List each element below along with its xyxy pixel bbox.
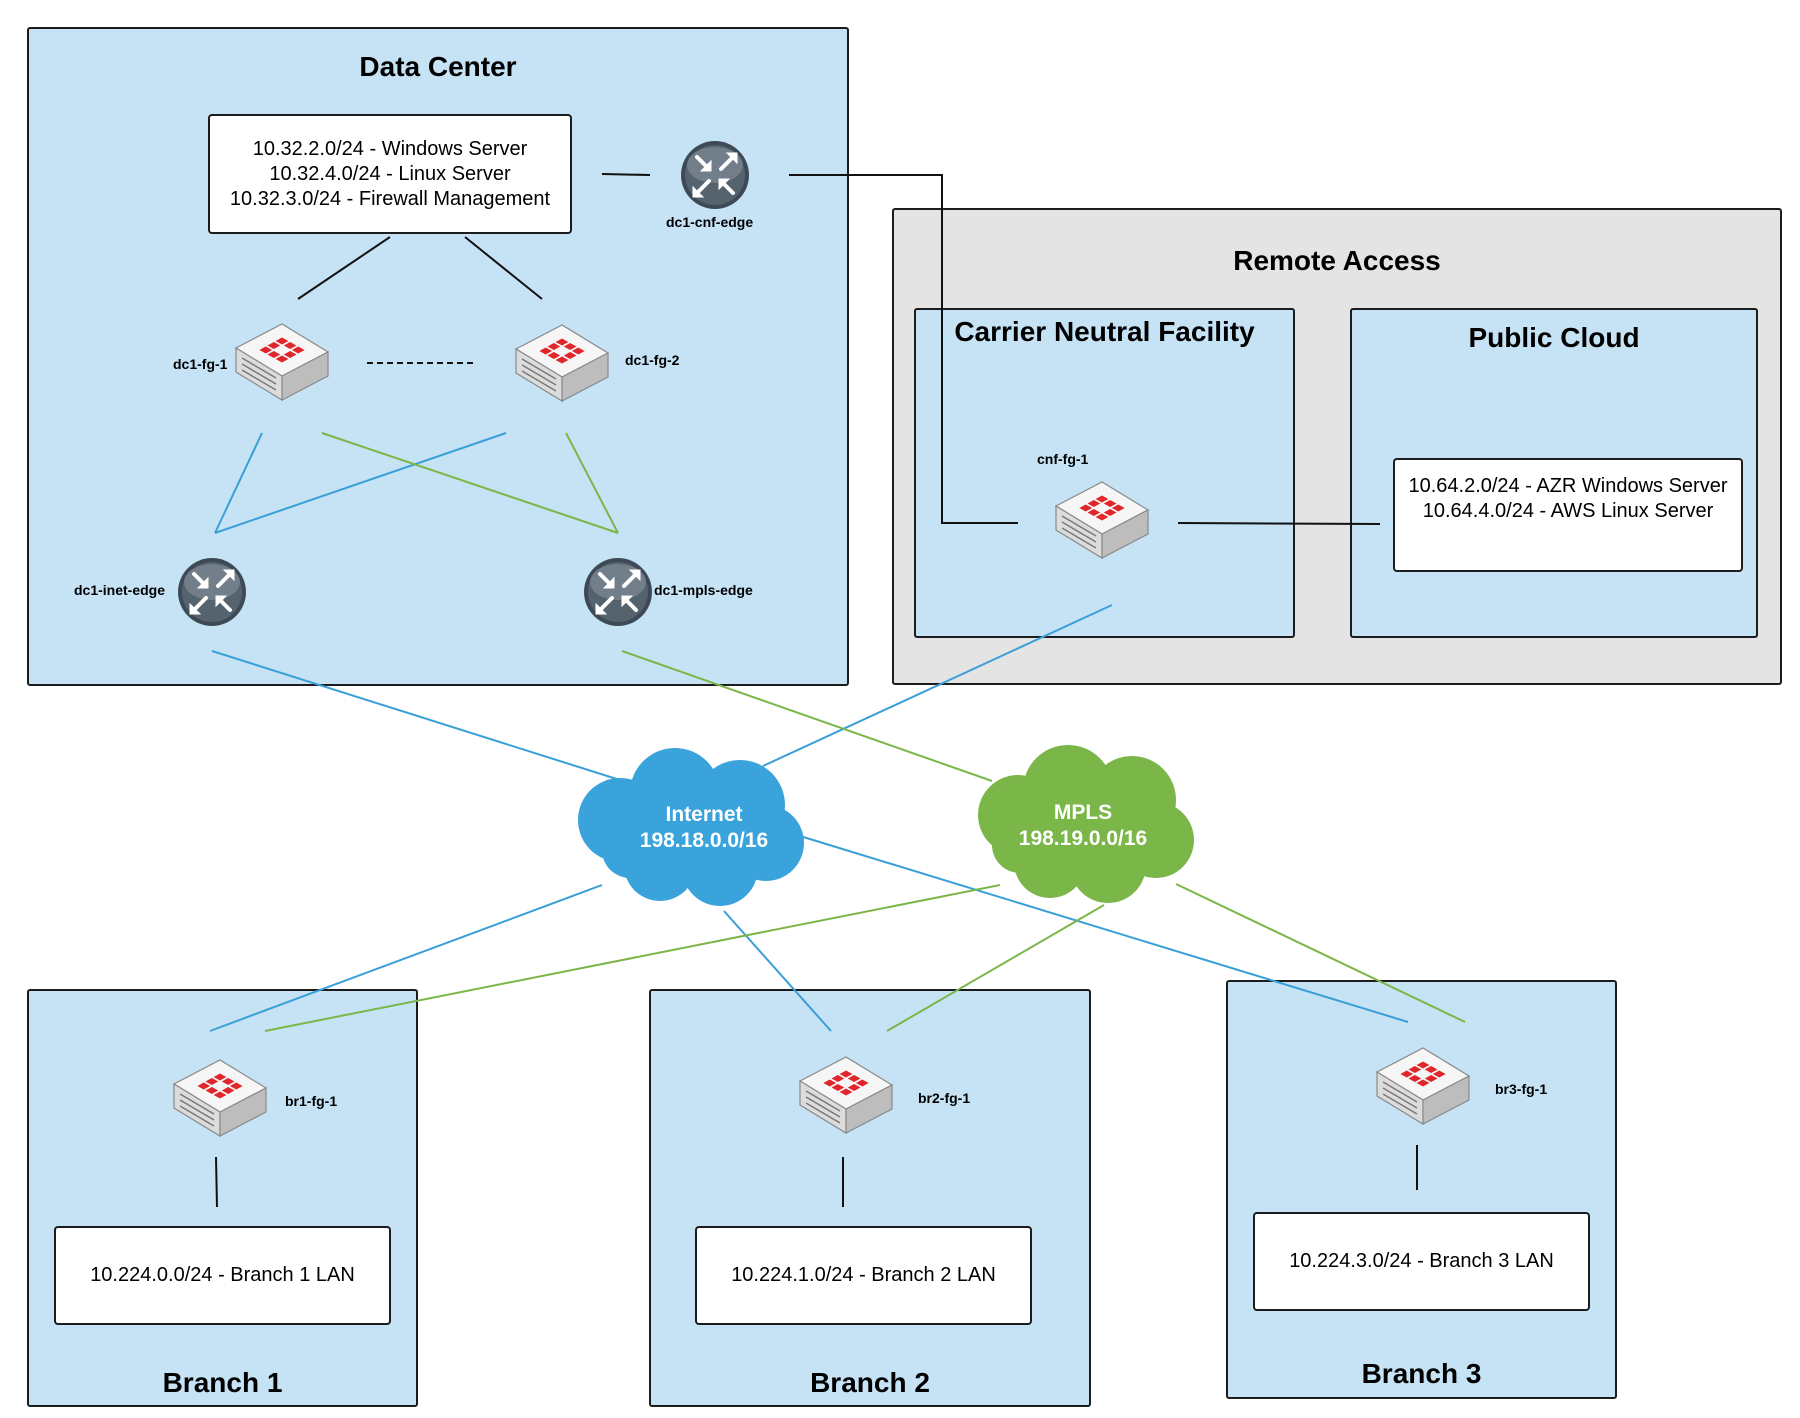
link-cnf-fg-cloud [1177, 522, 1381, 525]
dc1-fg-2-label: dc1-fg-2 [625, 352, 680, 368]
cloud-subnet-aws: 10.64.4.0/24 - AWS Linux Server [1422, 500, 1714, 522]
remote-access-title: Remote Access [1233, 245, 1441, 276]
branch1-subnet: 10.224.0.0/24 - Branch 1 LAN [90, 1264, 355, 1286]
internet-name: Internet [665, 803, 743, 826]
br1-fg-1-label: br1-fg-1 [285, 1093, 338, 1109]
mpls-cloud-label: MPLS 198.19.0.0/16 [990, 800, 1176, 852]
carrier-neutral-zone: Carrier Neutral Facility [914, 308, 1295, 638]
mpls-name: MPLS [1053, 801, 1113, 824]
br3-fg-1-label: br3-fg-1 [1495, 1081, 1548, 1097]
branch3-subnet: 10.224.3.0/24 - Branch 3 LAN [1289, 1250, 1554, 1272]
dc-subnet-fw-mgmt: 10.32.3.0/24 - Firewall Management [229, 187, 551, 210]
branch1-title: Branch 1 [162, 1367, 283, 1398]
dc-lan-box: 10.32.2.0/24 - Windows Server 10.32.4.0/… [208, 114, 572, 234]
link-internet-br2 [723, 910, 832, 1032]
link-fg2-inet-edge [214, 432, 507, 534]
data-center-title: Data Center [359, 51, 517, 82]
public-cloud-title: Public Cloud [1468, 322, 1640, 353]
dc1-fg-1-icon [235, 323, 329, 401]
dc1-inet-edge-icon [176, 556, 248, 628]
link-mpls-edge-mpls [621, 650, 993, 782]
branch2-title: Branch 2 [810, 1367, 930, 1398]
branch2-lan-box: 10.224.1.0/24 - Branch 2 LAN [695, 1226, 1032, 1325]
internet-cloud-label: Internet 198.18.0.0/16 [606, 802, 802, 854]
link-mpls-br2 [886, 904, 1105, 1032]
dc1-cnf-edge-icon [679, 139, 751, 211]
link-dc-lan-fg2 [464, 236, 543, 300]
internet-cloud-icon [578, 748, 804, 906]
dc-subnet-windows: 10.32.2.0/24 - Windows Server [252, 137, 528, 160]
link-cnf-edge-cnf-fg [789, 174, 1018, 524]
link-dc-lan-fg1 [297, 236, 391, 300]
branch2-subnet: 10.224.1.0/24 - Branch 2 LAN [731, 1264, 996, 1286]
cnf-fg-1-icon [1055, 481, 1149, 559]
link-dc-lan-cnf-edge [601, 173, 651, 176]
dc1-fg-2-icon [515, 324, 609, 402]
cloud-subnet-azr: 10.64.2.0/24 - AZR Windows Server [1408, 475, 1728, 497]
cnf-fg-1-label: cnf-fg-1 [1037, 451, 1089, 467]
link-br1-fg-lan [215, 1156, 218, 1208]
br3-fg-1-icon [1376, 1047, 1470, 1125]
link-inet-edge-internet [211, 650, 624, 782]
dc1-mpls-edge-label: dc1-mpls-edge [654, 582, 753, 598]
dc1-cnf-edge-label: dc1-cnf-edge [666, 214, 754, 230]
link-fg1-mpls-edge [321, 432, 619, 534]
br2-fg-1-icon [799, 1056, 893, 1134]
link-internet-br3 [799, 835, 1409, 1023]
dc1-inet-edge-label: dc1-inet-edge [74, 582, 166, 598]
branch1-zone: Branch 1 [27, 989, 418, 1407]
dc-subnet-linux: 10.32.4.0/24 - Linux Server [269, 162, 511, 185]
link-cnf-fg-internet [762, 604, 1113, 767]
branch3-title: Branch 3 [1361, 1358, 1482, 1389]
br2-fg-1-label: br2-fg-1 [918, 1090, 971, 1106]
dc1-mpls-edge-icon [582, 556, 654, 628]
mpls-subnet: 198.19.0.0/16 [1018, 827, 1148, 850]
cloud-lan-box: 10.64.2.0/24 - AZR Windows Server 10.64.… [1393, 458, 1743, 572]
mpls-cloud-icon [978, 745, 1194, 903]
dc1-fg-1-label: dc1-fg-1 [173, 356, 228, 372]
link-fg1-inet-edge [214, 432, 263, 534]
branch1-lan-box: 10.224.0.0/24 - Branch 1 LAN [54, 1226, 391, 1325]
internet-subnet: 198.18.0.0/16 [639, 829, 769, 852]
link-mpls-br3 [1175, 883, 1466, 1023]
link-mpls-br1 [264, 884, 1001, 1032]
carrier-neutral-title: Carrier Neutral Facility [954, 316, 1255, 347]
link-fg2-mpls-edge [565, 432, 619, 534]
branch3-lan-box: 10.224.3.0/24 - Branch 3 LAN [1253, 1212, 1590, 1311]
branch2-zone: Branch 2 [649, 989, 1091, 1407]
link-internet-br1 [209, 884, 603, 1032]
br1-fg-1-icon [173, 1059, 267, 1137]
